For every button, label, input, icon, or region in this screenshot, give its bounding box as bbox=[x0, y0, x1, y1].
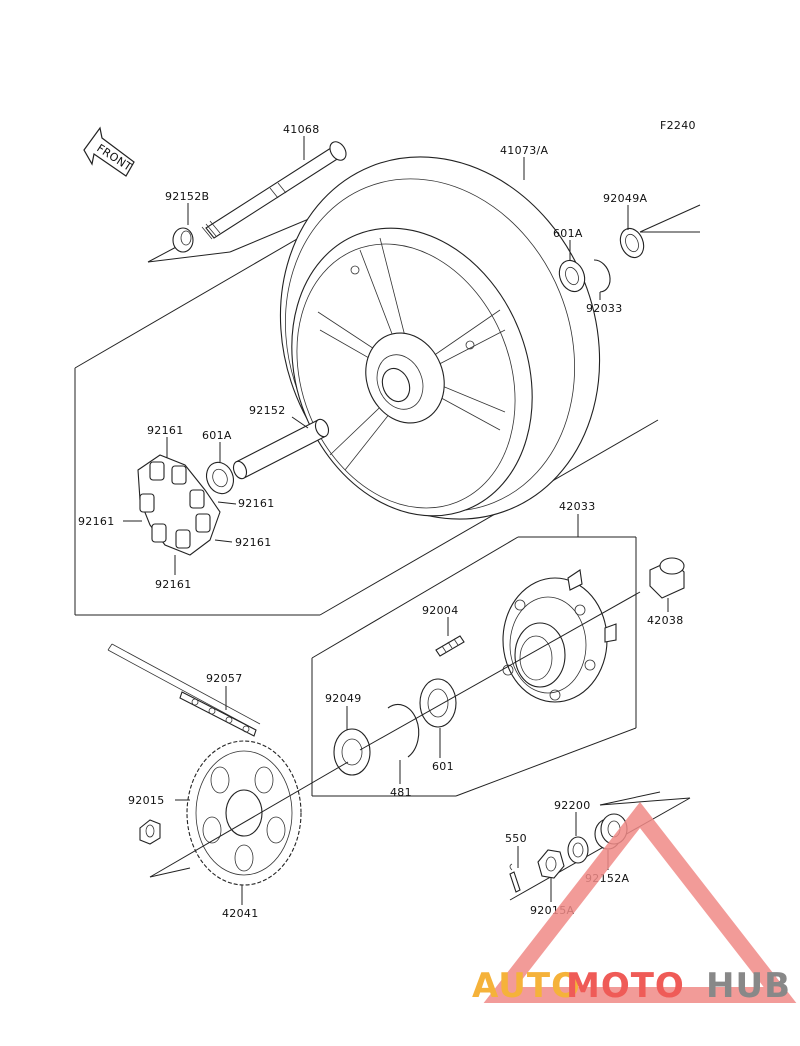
watermark-hub: HUB bbox=[706, 966, 791, 1006]
bottom-right-group bbox=[509, 791, 691, 901]
label-550: 550 bbox=[505, 832, 527, 845]
label-92161-c: 92161 bbox=[238, 497, 275, 510]
sprocket-carrier-42033 bbox=[502, 569, 617, 703]
bearing-601a-right bbox=[558, 259, 586, 293]
chain-92057 bbox=[107, 643, 261, 737]
label-92049: 92049 bbox=[325, 692, 362, 705]
label-92152: 92152 bbox=[249, 404, 286, 417]
sprocket-42041 bbox=[186, 740, 302, 886]
figure-code: F2240 bbox=[660, 119, 696, 132]
rear-wheel bbox=[279, 156, 601, 520]
label-92161-a: 92161 bbox=[147, 424, 184, 437]
nut-92015a bbox=[537, 849, 565, 879]
label-41068: 41068 bbox=[283, 123, 320, 136]
label-41073a: 41073/A bbox=[500, 144, 548, 157]
watermark-logo bbox=[483, 801, 797, 1003]
label-42033: 42033 bbox=[559, 500, 596, 513]
label-92049a: 92049A bbox=[603, 192, 647, 205]
collar-92152b bbox=[172, 227, 194, 253]
bearing-601 bbox=[419, 678, 457, 728]
label-601: 601 bbox=[432, 760, 454, 773]
part-labels: 41068 41073/A 92152B 92049A 601A 92033 9… bbox=[78, 123, 684, 920]
axle-assembly bbox=[147, 141, 391, 263]
label-92200: 92200 bbox=[554, 799, 591, 812]
label-92033: 92033 bbox=[586, 302, 623, 315]
label-601a-top: 601A bbox=[553, 227, 583, 240]
label-42038: 42038 bbox=[647, 614, 684, 627]
axle-thread bbox=[201, 220, 221, 240]
label-42041: 42041 bbox=[222, 907, 259, 920]
front-arrow-icon: FRONT bbox=[83, 126, 135, 177]
bearing-601a-left bbox=[205, 461, 235, 495]
label-92161-e: 92161 bbox=[155, 578, 192, 591]
watermark-text: AUTO MOTO HUB bbox=[472, 966, 791, 1006]
seal-92049 bbox=[333, 728, 371, 776]
circlip-92033 bbox=[593, 259, 611, 293]
seal-92049a bbox=[619, 227, 645, 259]
washer-92200 bbox=[567, 836, 589, 864]
label-92161-d: 92161 bbox=[235, 536, 272, 549]
hub-group-outline bbox=[311, 536, 637, 797]
nut-92015 bbox=[139, 819, 161, 845]
damper-set-92161 bbox=[137, 454, 221, 556]
label-92057: 92057 bbox=[206, 672, 243, 685]
label-601a-left: 601A bbox=[202, 429, 232, 442]
circlip-481 bbox=[387, 703, 420, 758]
label-92161-b: 92161 bbox=[78, 515, 115, 528]
label-92015: 92015 bbox=[128, 794, 165, 807]
watermark-moto: MOTO bbox=[566, 966, 685, 1006]
spacer-92152 bbox=[232, 418, 330, 480]
label-92004: 92004 bbox=[422, 604, 459, 617]
collar-42038 bbox=[649, 557, 685, 599]
cotter-pin-550 bbox=[509, 863, 521, 893]
watermark-auto: AUTO bbox=[472, 966, 581, 1006]
leader-lines bbox=[123, 136, 669, 905]
label-92152b: 92152B bbox=[165, 190, 209, 203]
label-481: 481 bbox=[390, 786, 412, 799]
stud-92004 bbox=[435, 635, 465, 657]
